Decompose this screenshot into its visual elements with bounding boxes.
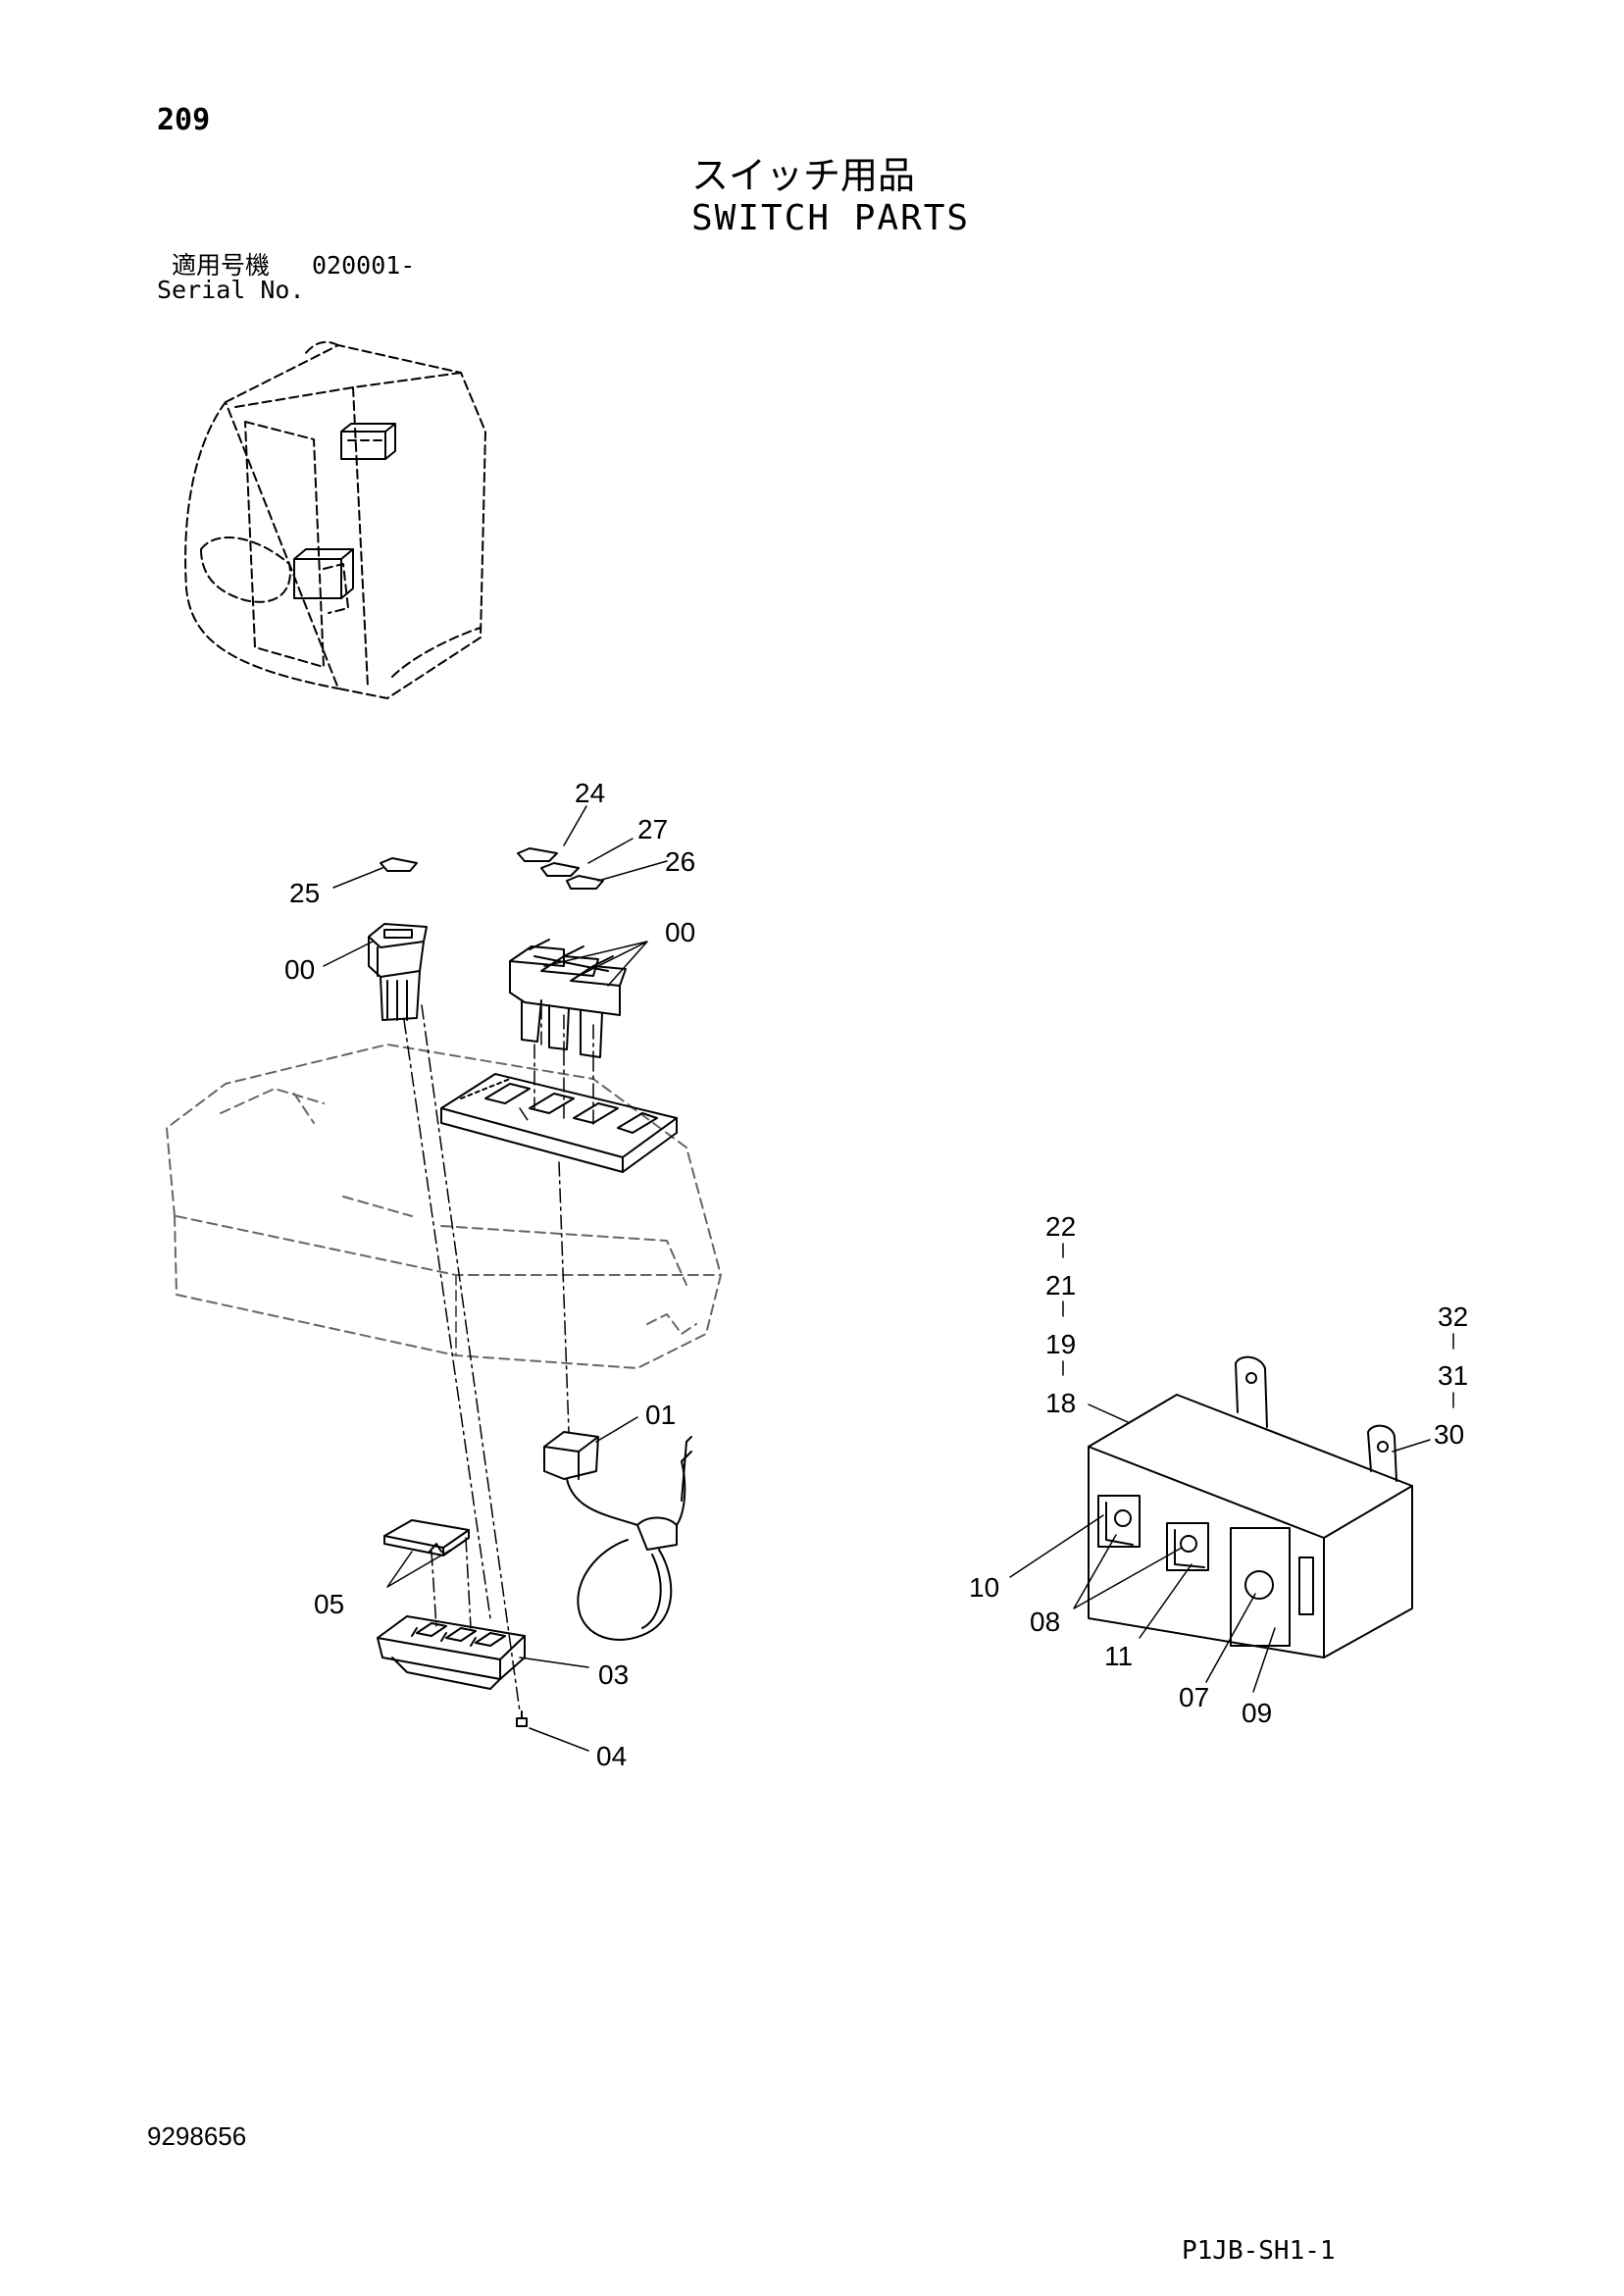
control-box-illustration bbox=[1088, 1355, 1413, 1658]
callout-leaders bbox=[323, 805, 1454, 1752]
callout-00-single: 00 bbox=[284, 954, 315, 985]
callout-26: 26 bbox=[665, 846, 695, 877]
connector-harness-illustration bbox=[543, 1431, 692, 1641]
callout-11: 11 bbox=[1104, 1641, 1133, 1671]
callout-21: 21 bbox=[1045, 1270, 1076, 1301]
page-title-jp: スイッチ用品 bbox=[691, 154, 916, 197]
rocker-switch-triple-illustration bbox=[509, 939, 627, 1058]
callout-24: 24 bbox=[575, 778, 605, 808]
serial-label-jp: 適用号機 bbox=[172, 251, 271, 280]
callout-labels: 24 27 26 25 00 00 01 05 03 04 22 21 19 1… bbox=[284, 778, 1468, 1771]
switch-panel-illustration bbox=[440, 1073, 678, 1173]
callout-03: 03 bbox=[598, 1659, 629, 1690]
page-code: P1JB-SH1-1 bbox=[1182, 2236, 1336, 2266]
page-title-en: SWITCH PARTS bbox=[691, 198, 971, 238]
callout-09: 09 bbox=[1242, 1698, 1272, 1728]
callout-31: 31 bbox=[1438, 1360, 1468, 1391]
callout-01: 01 bbox=[645, 1400, 676, 1430]
callout-04: 04 bbox=[596, 1741, 627, 1771]
serial-label-en: Serial No. bbox=[157, 276, 305, 304]
screw-illustration bbox=[516, 1710, 528, 1727]
callout-18: 18 bbox=[1045, 1388, 1076, 1418]
page-number: 209 bbox=[157, 103, 211, 137]
assembly-lines bbox=[403, 1004, 594, 1712]
rocker-switch-single-illustration bbox=[368, 923, 428, 1021]
callout-19: 19 bbox=[1045, 1329, 1076, 1359]
cab-console-switch-illustration bbox=[293, 548, 354, 599]
callout-10: 10 bbox=[969, 1572, 999, 1603]
callout-30: 30 bbox=[1434, 1419, 1464, 1450]
callout-07: 07 bbox=[1179, 1682, 1209, 1712]
serial-value: 020001- bbox=[312, 251, 416, 280]
callout-08: 08 bbox=[1030, 1607, 1060, 1637]
label-plates-illustration bbox=[380, 847, 604, 890]
callout-27: 27 bbox=[637, 814, 668, 844]
callout-32: 32 bbox=[1438, 1301, 1468, 1332]
callout-05: 05 bbox=[314, 1589, 344, 1619]
callout-25: 25 bbox=[289, 878, 320, 908]
callout-22: 22 bbox=[1045, 1211, 1076, 1242]
cab-overview-illustration bbox=[184, 340, 486, 699]
cab-switch-box-illustration bbox=[340, 423, 396, 460]
document-number: 9298656 bbox=[147, 2121, 247, 2151]
console-panel-illustration bbox=[166, 1044, 722, 1369]
switch-box-lower-illustration bbox=[377, 1615, 526, 1690]
callout-00-triple: 00 bbox=[665, 917, 695, 947]
blank-cover-illustration bbox=[383, 1519, 470, 1556]
